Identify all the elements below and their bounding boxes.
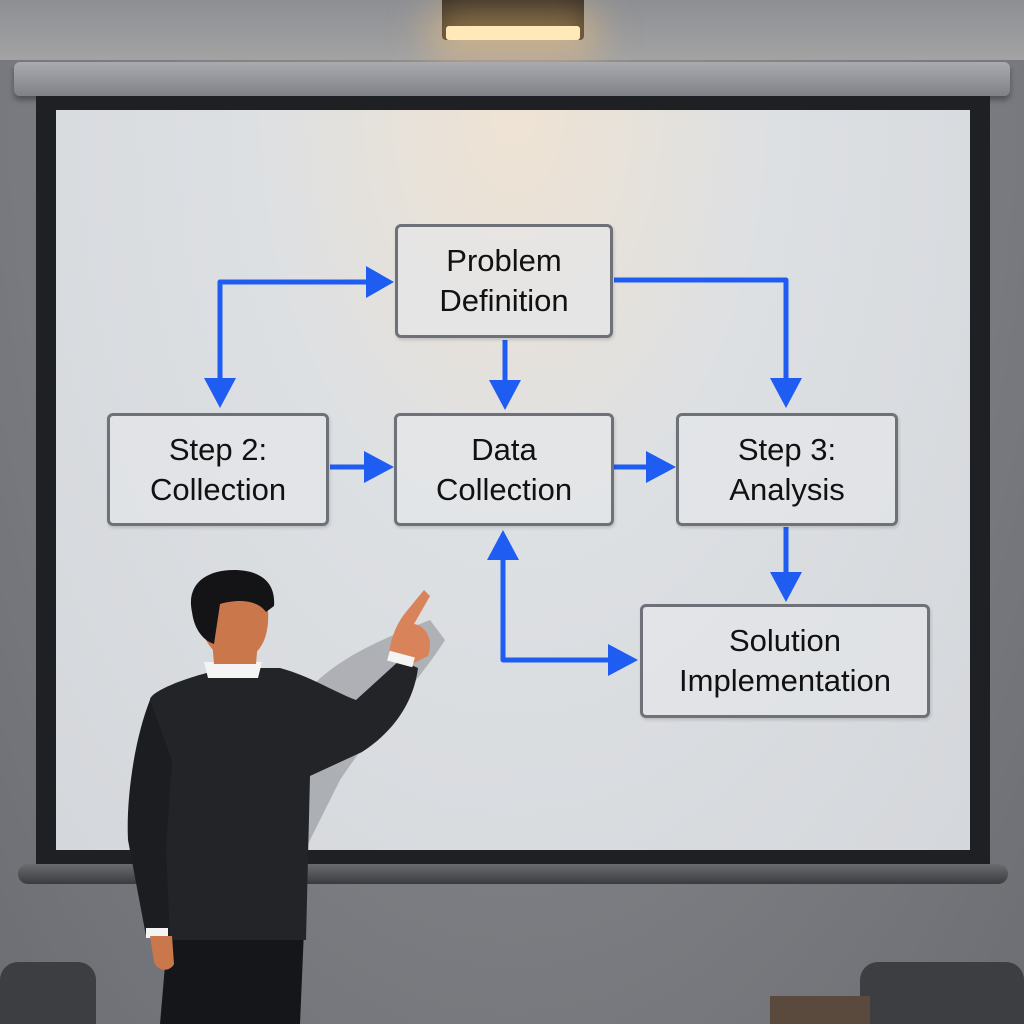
projector-screen-housing [14, 62, 1010, 96]
audience-seat-left [0, 962, 96, 1024]
presenter-hand-left [150, 936, 174, 970]
arrow-problem-step3 [614, 277, 789, 382]
audience-seat-right [860, 962, 1024, 1024]
node-problem-definition: Problem Definition [395, 224, 613, 338]
presenter-left-arm [127, 700, 172, 936]
arrowhead-to-step3-left [646, 451, 676, 483]
ceiling-light-glow [446, 26, 580, 40]
arrowhead-to-step3 [770, 378, 802, 408]
presenter-hair [190, 570, 275, 644]
arrowhead-to-data-top [489, 380, 521, 410]
node-step2-collection: Step 2: Collection [107, 413, 329, 526]
arrowhead-to-step2 [204, 378, 236, 408]
arrowhead-to-solution-left [608, 644, 638, 676]
presenter-legs [160, 930, 304, 1024]
presenter-collar [204, 662, 262, 678]
presenter-cuff [146, 928, 168, 938]
arrow-data-solution [500, 556, 612, 663]
arrow-step2-problem [217, 279, 372, 382]
arrowhead-to-data-left [364, 451, 394, 483]
desk-edge [770, 996, 870, 1024]
presenter-jacket [129, 660, 419, 940]
node-step3-analysis: Step 3: Analysis [676, 413, 898, 526]
arrowhead-to-data-bottom [487, 530, 519, 560]
arrowhead-to-problem [366, 266, 394, 298]
node-solution-implementation: Solution Implementation [640, 604, 930, 718]
arrowhead-to-solution-top [770, 572, 802, 602]
node-data-collection: Data Collection [394, 413, 614, 526]
presenter-raised-cuff [387, 650, 415, 668]
presenter-raised-hand [388, 590, 431, 664]
